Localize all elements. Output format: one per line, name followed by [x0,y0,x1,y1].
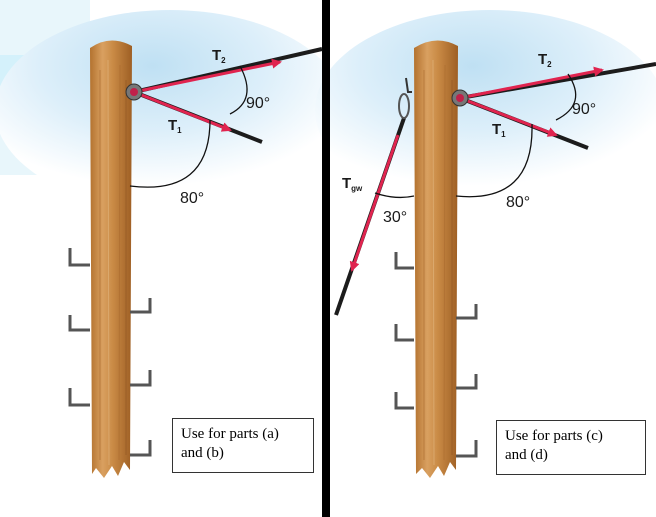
right-t1-label: T1 [492,121,506,139]
left-note-box: Use for parts (a) and (b) [172,418,314,473]
left-pole [90,40,132,478]
right-pole-steps [394,252,478,458]
left-angle-90: 90° [246,95,270,112]
right-note-line1: Use for parts (c) [505,428,603,444]
left-arrow-t1 [133,90,232,132]
left-angle-80: 80° [180,190,204,207]
right-angle-90: 90° [572,101,596,118]
left-t2-label: T2 [212,47,226,65]
right-angle-80: 80° [506,194,530,211]
right-arrow-t1 [459,96,558,137]
right-arrow-tgw [349,134,400,272]
left-pole-steps [68,248,152,457]
right-insulator-center [456,94,464,102]
right-t2-label: T2 [538,51,552,69]
panel-divider [322,0,330,517]
left-arrow-t2 [133,58,282,94]
left-arc-80 [129,119,211,188]
right-angle-30: 30° [383,209,407,226]
left-insulator-center [130,88,138,96]
left-note-line1: Use for parts (a) [181,426,279,442]
left-t1-label: T1 [168,117,182,135]
right-arc-90 [555,73,577,121]
left-sky-glow [0,10,345,210]
right-tgw-label: Tgw [342,175,363,193]
right-note-box: Use for parts (c) and (d) [496,420,646,475]
right-guy-hook [398,93,410,119]
right-arc-80 [455,123,533,198]
left-arc-90 [229,65,248,115]
right-arrow-t2 [459,66,604,100]
right-note-line2: and (d) [505,447,548,463]
right-guy-bracket [405,77,412,93]
right-pole [414,40,458,478]
left-note-line2: and (b) [181,445,224,461]
right-arc-30 [374,192,415,199]
